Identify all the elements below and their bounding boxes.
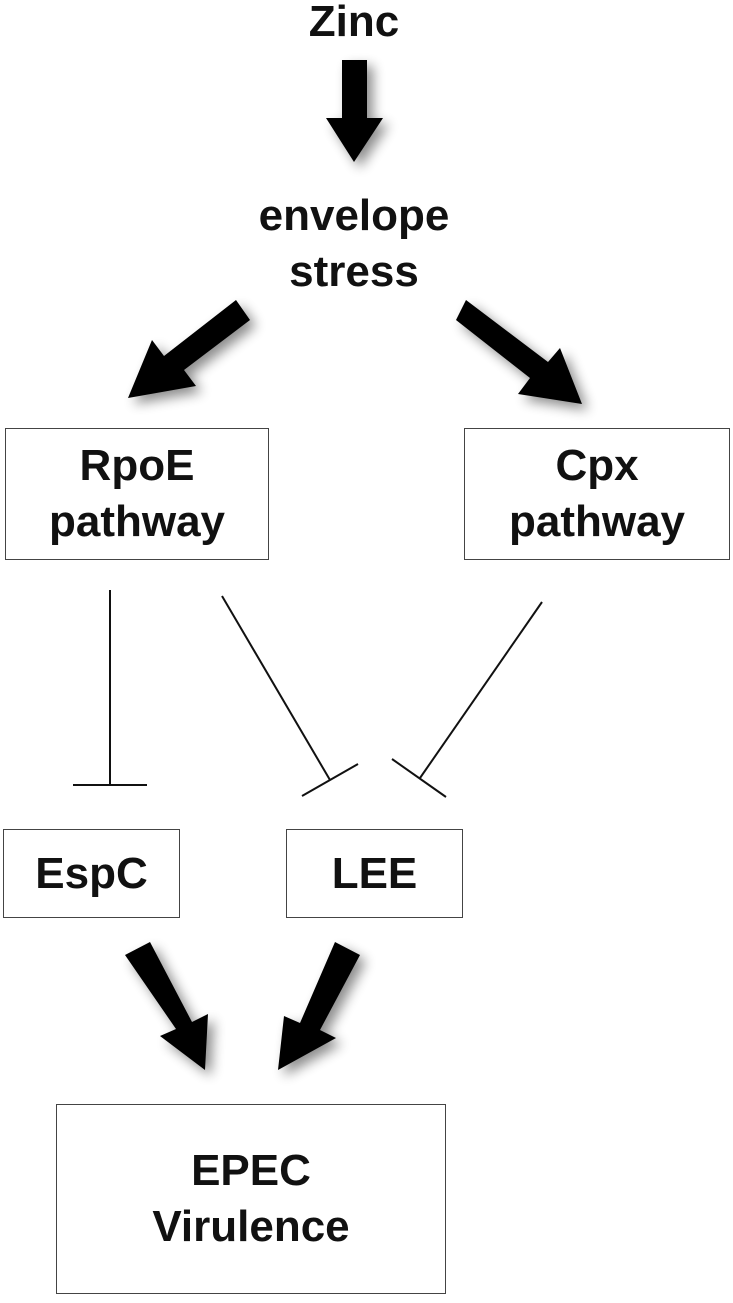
- inhibition-rpoe-to-espc: [73, 590, 147, 786]
- node-epec-line2: Virulence: [152, 1202, 350, 1251]
- node-rpoe-pathway: RpoE pathway: [5, 428, 269, 560]
- node-cpx-line1: Cpx: [555, 441, 639, 490]
- inhibition-rpoe-to-lee: [221, 595, 359, 797]
- node-zinc: Zinc: [308, 0, 400, 46]
- node-cpx-pathway: Cpx pathway: [464, 428, 730, 560]
- arrow-espc-to-epec: [125, 942, 208, 1070]
- node-epec-line1: EPEC: [191, 1146, 311, 1195]
- arrow-envelope-stress-to-cpx: [456, 300, 582, 404]
- node-envelope-stress-line2: stress: [289, 247, 419, 296]
- node-cpx-line2: pathway: [508, 497, 686, 546]
- node-espc-label: EspC: [35, 848, 148, 898]
- node-rpoe-line1: RpoE: [79, 441, 195, 490]
- inhibition-cpx-to-lee: [391, 601, 543, 798]
- node-rpoe-line2: pathway: [48, 497, 226, 546]
- arrow-zinc-to-envelope-stress: [326, 60, 383, 162]
- node-lee: LEE: [286, 829, 463, 918]
- node-lee-label: LEE: [331, 848, 418, 898]
- node-envelope-stress-line1: envelope: [258, 191, 450, 240]
- arrow-envelope-stress-to-rpoe: [128, 300, 250, 398]
- node-epec-virulence: EPEC Virulence: [56, 1104, 446, 1294]
- node-espc: EspC: [3, 829, 180, 918]
- arrow-lee-to-epec: [278, 942, 360, 1070]
- node-envelope-stress: envelope stress: [204, 188, 504, 300]
